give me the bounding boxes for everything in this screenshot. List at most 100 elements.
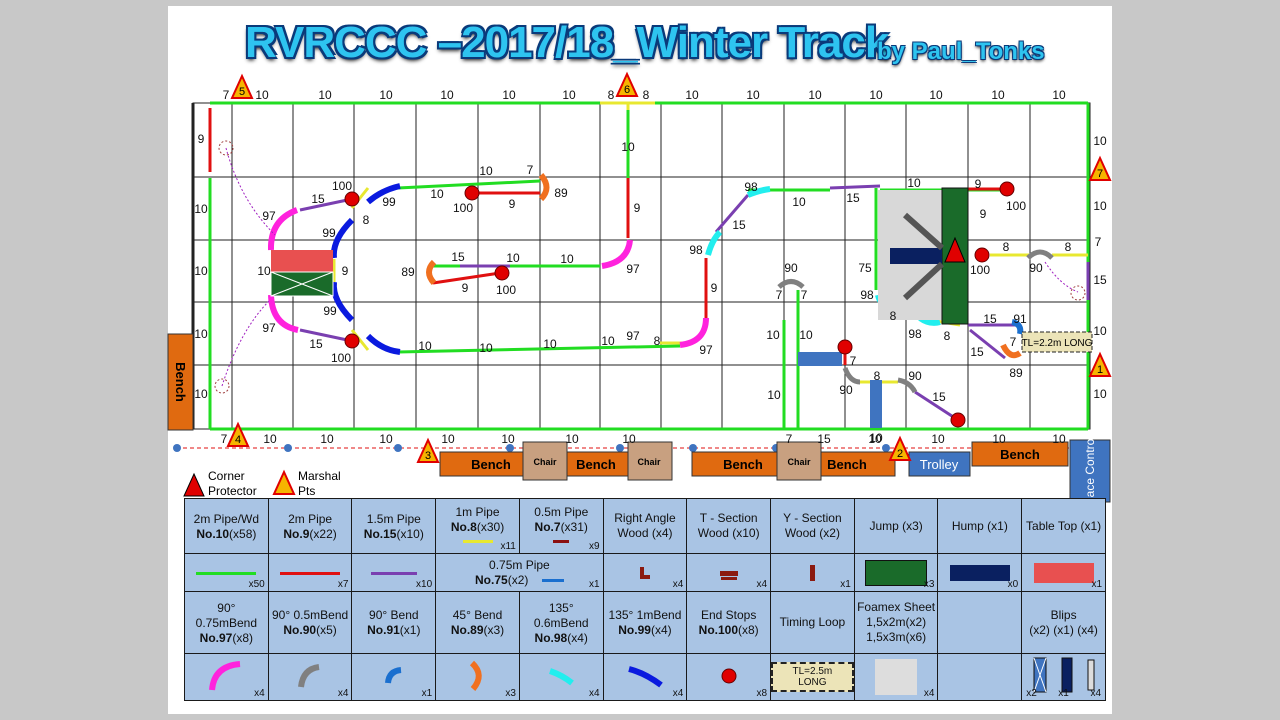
piece-number: 99 <box>323 304 337 318</box>
corner-protector <box>944 236 966 263</box>
piece-number: 99 <box>322 226 336 240</box>
piece-number: 10 <box>560 252 574 266</box>
marshal-point: 1 <box>1088 351 1112 377</box>
piece-number: 7 <box>850 354 857 368</box>
right-piece-number: 15 <box>1093 273 1107 287</box>
piece-number: 10 <box>506 251 520 265</box>
legend-swatch-jump: x3 <box>853 553 939 592</box>
bottom-piece-number: 7 <box>221 432 228 446</box>
piece-number: 98 <box>908 327 922 341</box>
page-title: RVRCCC –2017/18_Winter Track <box>245 18 889 67</box>
svg-text:Pts: Pts <box>298 484 315 498</box>
piece-number: 98 <box>689 243 703 257</box>
piece-number: 15 <box>451 250 465 264</box>
piece-number: 99 <box>382 195 396 209</box>
timing-dotted <box>221 147 1079 387</box>
piece-number: 15 <box>311 192 325 206</box>
legend-swatch-90: x1 <box>351 653 437 701</box>
piece-number: 97 <box>262 209 276 223</box>
bench-1-label: Bench <box>471 457 511 472</box>
legend-swatch-y-section: x1 <box>770 553 855 592</box>
race-control-label: Race Control <box>1083 436 1097 506</box>
author-byline: by Paul_Tonks <box>877 38 1045 65</box>
corner-protector-key-icon <box>183 472 205 497</box>
bottom-piece-number: 10 <box>565 432 579 446</box>
piece-number: 97 <box>626 262 640 276</box>
svg-text:5: 5 <box>239 86 245 98</box>
piece-number: 98 <box>860 288 874 302</box>
piece-number: 7 <box>801 288 808 302</box>
piece-number: 7 <box>527 163 534 177</box>
piece-number: 7 <box>1095 235 1102 249</box>
chair-1 <box>522 441 568 481</box>
marshal-key-label: Marshal <box>298 469 341 483</box>
piece-number: 7 <box>776 288 783 302</box>
bends-90-075m <box>267 207 709 348</box>
marshal-key-icon <box>272 469 296 495</box>
hump <box>890 248 942 264</box>
piece-number: 10 <box>869 431 883 445</box>
top-piece-number: 8 <box>643 88 650 102</box>
bottom-piece-number: 10 <box>992 432 1006 446</box>
bends-45 <box>426 173 1022 359</box>
top-piece-number: 10 <box>808 88 822 102</box>
svg-text:1: 1 <box>1097 364 1103 376</box>
piece-number: 91 <box>1013 312 1027 326</box>
piece-number: 100 <box>970 263 990 277</box>
top-piece-number: 10 <box>379 88 393 102</box>
piece-number: 90 <box>784 261 798 275</box>
bench-5-label: Bench <box>1000 447 1040 462</box>
legend-blips: Blips(x2) (x1) (x4) <box>1021 591 1106 654</box>
top-piece-number: 7 <box>223 88 230 102</box>
fence-posts <box>173 444 890 452</box>
piece-number: 9 <box>509 197 516 211</box>
bottom-piece-number: 15 <box>817 432 831 446</box>
piece-number: 7 <box>1010 335 1017 349</box>
bench-4-label: Bench <box>827 457 867 472</box>
table-top <box>271 250 333 272</box>
piece-number: 8 <box>874 369 881 383</box>
piece-number: 90 <box>908 369 922 383</box>
piece-number: 10 <box>766 328 780 342</box>
legend-row-4: x4 x4 x1 x3 x4 x4 x8 TL=2.5m LONG x4 x2 … <box>184 653 1106 701</box>
corner-protector-key-label: Corner <box>208 469 245 483</box>
bottom-piece-number: 10 <box>263 432 277 446</box>
top-piece-number: 10 <box>255 88 269 102</box>
bottom-piece-number: 10 <box>868 432 882 446</box>
legend-swatch-empty <box>937 653 1023 701</box>
legend-swatch-135-06: x4 <box>518 653 604 701</box>
svg-text:4: 4 <box>235 434 241 446</box>
chair-1-label: Chair <box>533 457 557 467</box>
svg-text:6: 6 <box>624 84 630 96</box>
legend-empty <box>937 591 1023 654</box>
piece-number: 10 <box>418 339 432 353</box>
left-piece-number: 9 <box>198 132 205 146</box>
top-piece-number: 10 <box>502 88 516 102</box>
legend-table-top: Table Top (x1) <box>1021 498 1106 554</box>
piece-number: 15 <box>932 390 946 404</box>
piece-number: 8 <box>944 329 951 343</box>
timing-loop-label: TL=2.2m LONG <box>1022 338 1093 349</box>
top-piece-number: 10 <box>562 88 576 102</box>
piece-number: 8 <box>890 309 897 323</box>
piece-number: 98 <box>744 180 758 194</box>
piece-number: 97 <box>699 343 713 357</box>
bench-3-label: Bench <box>723 457 763 472</box>
legend-hump: Hump (x1) <box>937 498 1023 554</box>
piece-number: 8 <box>1065 240 1072 254</box>
legend-swatch-90-05: x4 <box>267 653 353 701</box>
timing-point <box>218 140 234 156</box>
bend-90 <box>1011 319 1024 335</box>
piece-number: 10 <box>479 164 493 178</box>
piece-number: 90 <box>839 383 853 397</box>
top-piece-number: 10 <box>685 88 699 102</box>
marshal-point: 3 <box>416 437 440 463</box>
